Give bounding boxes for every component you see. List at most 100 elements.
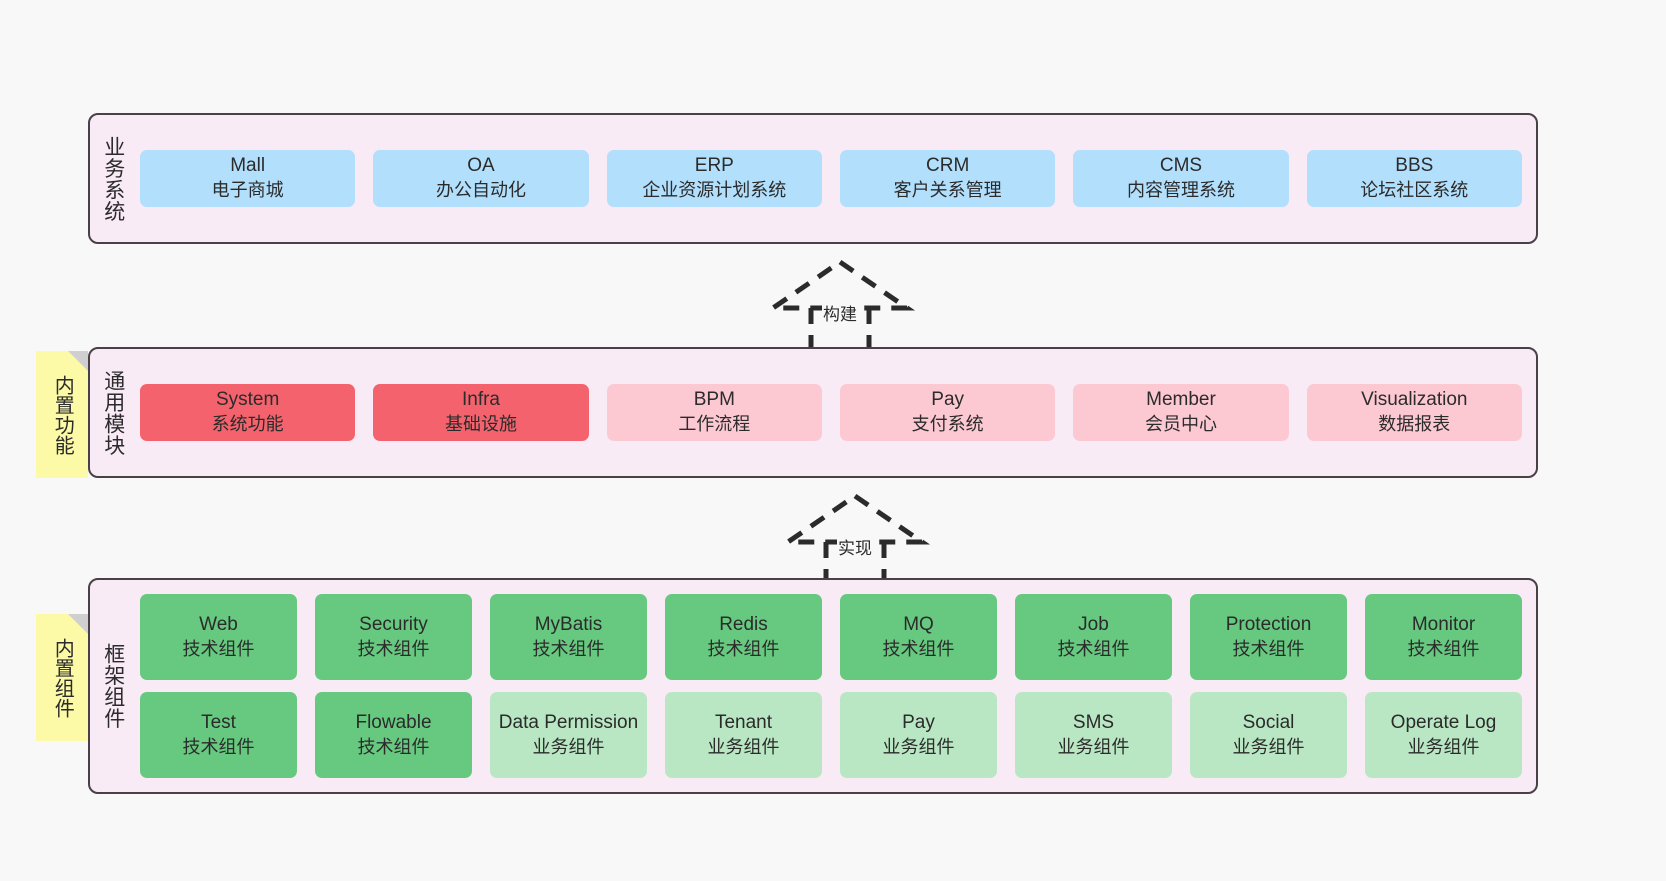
cell-subtitle: 技术组件 — [357, 736, 430, 757]
framework-cell-sms[interactable]: SMS 业务组件 — [1015, 692, 1172, 778]
cell-subtitle: 基础设施 — [444, 414, 517, 435]
framework-cell-mq[interactable]: MQ 技术组件 — [840, 594, 997, 680]
cell-subtitle: 业务组件 — [1232, 736, 1305, 757]
framework-cell-web[interactable]: Web 技术组件 — [140, 594, 297, 680]
framework-cell-job[interactable]: Job 技术组件 — [1015, 594, 1172, 680]
cell-name: Social — [1242, 711, 1295, 733]
cell-name: Web — [199, 613, 238, 635]
framework-cell-flowable[interactable]: Flowable 技术组件 — [315, 692, 472, 778]
cell-name: Redis — [719, 613, 768, 635]
cell-subtitle: 技术组件 — [1057, 638, 1130, 659]
framework-cell-operate-log[interactable]: Operate Log 业务组件 — [1365, 692, 1522, 778]
framework-cell-mybatis[interactable]: MyBatis 技术组件 — [490, 594, 647, 680]
framework-row-business: Test 技术组件 Flowable 技术组件 Data Permission … — [140, 692, 1522, 778]
business-row: Mall 电子商城 OA 办公自动化 ERP 企业资源计划系统 CRM 客户关系… — [140, 150, 1522, 207]
cell-name: Pay — [931, 389, 965, 411]
connector-build-label: 构建 — [822, 300, 858, 325]
framework-cell-monitor[interactable]: Monitor 技术组件 — [1365, 594, 1522, 680]
note-builtin-components-label: 内置组件 — [51, 637, 74, 718]
cell-subtitle: 业务组件 — [882, 736, 955, 757]
cell-name: MyBatis — [534, 613, 603, 635]
cell-subtitle: 数据报表 — [1378, 414, 1451, 435]
framework-row-technical: Web 技术组件 Security 技术组件 MyBatis 技术组件 Redi… — [140, 594, 1522, 680]
common-cell-system[interactable]: System 系统功能 — [140, 384, 356, 441]
connector-build: 构建 — [755, 256, 925, 352]
note-builtin-features-label: 内置功能 — [51, 374, 74, 455]
framework-cell-security[interactable]: Security 技术组件 — [315, 594, 472, 680]
cell-subtitle: 技术组件 — [882, 638, 955, 659]
cell-name: OA — [467, 155, 495, 177]
cell-name: Operate Log — [1390, 711, 1497, 733]
cell-name: Security — [359, 613, 428, 635]
cell-subtitle: 办公自动化 — [435, 180, 526, 201]
cell-subtitle: 业务组件 — [532, 736, 605, 757]
business-cell-mall[interactable]: Mall 电子商城 — [140, 150, 356, 207]
cell-subtitle: 工作流程 — [678, 414, 751, 435]
note-builtin-components: 内置组件 — [36, 614, 88, 741]
framework-cell-protection[interactable]: Protection 技术组件 — [1190, 594, 1347, 680]
framework-cell-pay[interactable]: Pay 业务组件 — [840, 692, 997, 778]
cell-name: Visualization — [1361, 389, 1468, 411]
cell-name: BPM — [693, 389, 735, 411]
layer-framework-title: 框架组件 — [101, 643, 125, 729]
cell-subtitle: 客户关系管理 — [893, 180, 1002, 201]
cell-name: MQ — [903, 613, 934, 635]
common-cell-infra[interactable]: Infra 基础设施 — [373, 384, 589, 441]
cell-subtitle: 内容管理系统 — [1126, 180, 1235, 201]
cell-subtitle: 系统功能 — [211, 414, 284, 435]
cell-name: ERP — [694, 155, 734, 177]
layer-common-modules: 通用模块 System 系统功能 Infra 基础设施 BPM 工作流程 Pay… — [88, 347, 1538, 478]
common-cell-visualization[interactable]: Visualization 数据报表 — [1306, 384, 1522, 441]
common-cell-bpm[interactable]: BPM 工作流程 — [606, 384, 822, 441]
common-row: System 系统功能 Infra 基础设施 BPM 工作流程 Pay 支付系统… — [140, 384, 1522, 441]
business-cell-oa[interactable]: OA 办公自动化 — [373, 150, 589, 207]
cell-name: Pay — [902, 711, 935, 733]
cell-name: Mall — [230, 155, 266, 177]
connector-realize-label: 实现 — [837, 534, 873, 559]
cell-subtitle: 论坛社区系统 — [1360, 180, 1469, 201]
connector-realize: 实现 — [770, 490, 940, 586]
cell-subtitle: 技术组件 — [532, 638, 605, 659]
cell-name: SMS — [1072, 711, 1115, 733]
framework-cell-test[interactable]: Test 技术组件 — [140, 692, 297, 778]
layer-common-title: 通用模块 — [101, 369, 125, 456]
cell-name: Data Permission — [498, 711, 639, 733]
cell-subtitle: 电子商城 — [211, 180, 284, 201]
common-cell-pay[interactable]: Pay 支付系统 — [839, 384, 1056, 441]
cell-name: CRM — [926, 155, 970, 177]
cell-name: Test — [201, 711, 236, 733]
layer-framework-components: 框架组件 Web 技术组件 Security 技术组件 MyBatis 技术组件… — [88, 578, 1538, 794]
cell-name: Monitor — [1411, 613, 1476, 635]
layer-business-systems: 业务系统 Mall 电子商城 OA 办公自动化 ERP 企业资源计划系统 CRM… — [88, 113, 1538, 244]
cell-subtitle: 技术组件 — [1232, 638, 1305, 659]
framework-cell-redis[interactable]: Redis 技术组件 — [665, 594, 822, 680]
business-cell-bbs[interactable]: BBS 论坛社区系统 — [1306, 150, 1522, 207]
layer-business-body: Mall 电子商城 OA 办公自动化 ERP 企业资源计划系统 CRM 客户关系… — [136, 115, 1536, 242]
framework-cell-tenant[interactable]: Tenant 业务组件 — [665, 692, 822, 778]
cell-name: Member — [1146, 389, 1216, 411]
business-cell-cms[interactable]: CMS 内容管理系统 — [1073, 150, 1289, 207]
cell-name: BBS — [1395, 155, 1434, 177]
layer-framework-body: Web 技术组件 Security 技术组件 MyBatis 技术组件 Redi… — [136, 580, 1536, 792]
cell-name: Protection — [1225, 613, 1312, 635]
cell-name: Infra — [461, 389, 500, 411]
common-cell-member[interactable]: Member 会员中心 — [1073, 384, 1289, 441]
cell-subtitle: 技术组件 — [357, 638, 430, 659]
cell-subtitle: 技术组件 — [182, 736, 255, 757]
cell-subtitle: 会员中心 — [1144, 414, 1217, 435]
cell-subtitle: 技术组件 — [1407, 638, 1480, 659]
cell-name: CMS — [1159, 155, 1203, 177]
framework-cell-social[interactable]: Social 业务组件 — [1190, 692, 1347, 778]
business-cell-crm[interactable]: CRM 客户关系管理 — [839, 150, 1056, 207]
business-cell-erp[interactable]: ERP 企业资源计划系统 — [606, 150, 822, 207]
cell-name: Tenant — [714, 711, 773, 733]
layer-common-body: System 系统功能 Infra 基础设施 BPM 工作流程 Pay 支付系统… — [136, 349, 1536, 476]
cell-subtitle: 业务组件 — [707, 736, 780, 757]
layer-business-title: 业务系统 — [101, 135, 125, 222]
cell-subtitle: 支付系统 — [911, 414, 984, 435]
framework-cell-data-permission[interactable]: Data Permission 业务组件 — [490, 692, 647, 778]
cell-subtitle: 技术组件 — [182, 638, 255, 659]
cell-name: System — [215, 389, 280, 411]
cell-name: Flowable — [355, 711, 432, 733]
